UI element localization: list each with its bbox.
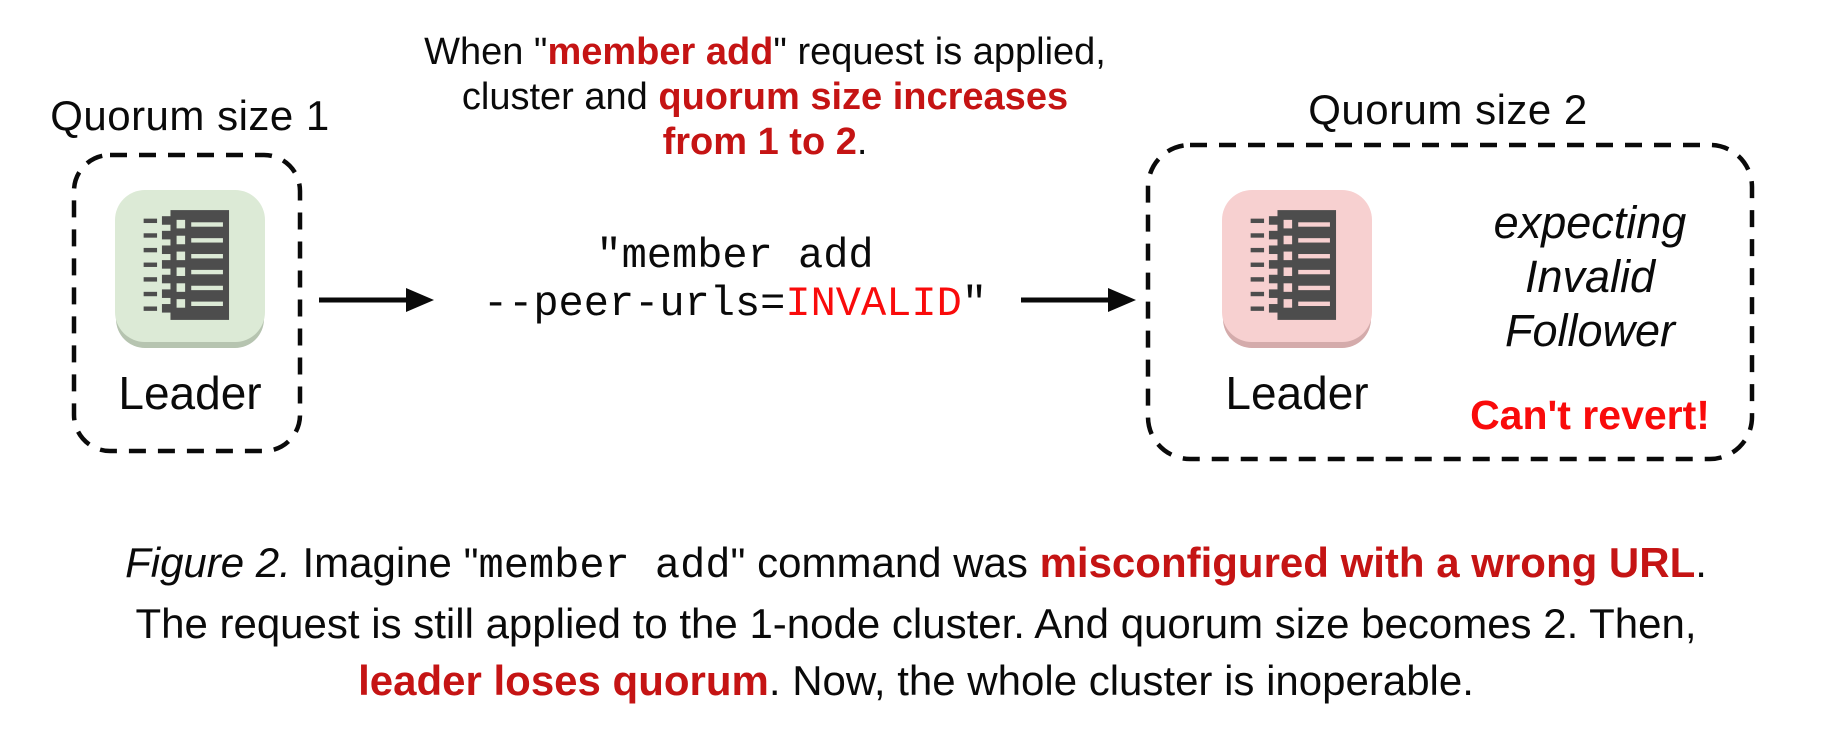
annotation-line2-red: quorum size increases <box>658 76 1069 118</box>
annotation-text: When "member add" request is applied, cl… <box>400 30 1130 165</box>
left-cluster-title: Quorum size 1 <box>50 92 330 139</box>
caption-line-3: leader loses quorum. Now, the whole clus… <box>0 652 1832 709</box>
command-flag: --peer-urls= <box>482 280 786 328</box>
arrow-right-icon-2 <box>1021 288 1136 312</box>
expecting-line-2: Invalid <box>1524 251 1656 302</box>
right-cluster-boundary <box>1145 142 1755 462</box>
annotation-line-3: from 1 to 2. <box>400 120 1130 165</box>
expecting-follower-text: expecting Invalid Follower <box>1400 196 1780 358</box>
command-line-1: "member add <box>596 232 874 280</box>
caption-line3-rest: . Now, the whole cluster is inoperable. <box>768 657 1474 704</box>
right-cluster-title: Quorum size 2 <box>1308 86 1588 133</box>
etcd-server-list-icon <box>1250 210 1337 320</box>
annotation-line-1: When "member add" request is applied, <box>400 30 1130 75</box>
command-text: "member add --peer-urls=INVALID" <box>430 232 1040 328</box>
annotation-line1-pre: When " <box>424 31 548 73</box>
left-cluster-boundary <box>71 152 303 454</box>
caption-seg-2: " command was <box>730 539 1040 586</box>
annotation-line3-red: from 1 to 2 <box>662 121 857 163</box>
left-leader-label: Leader <box>118 367 262 419</box>
etcd-server-list-icon <box>143 210 230 320</box>
annotation-line1-post: " request is applied, <box>773 31 1106 73</box>
left-leader-node-tile <box>115 190 265 342</box>
caption-red-leader-loses-quorum: leader loses quorum <box>358 657 769 704</box>
right-leader-node-tile <box>1222 190 1372 342</box>
annotation-line2-pre: cluster and <box>461 76 659 118</box>
cant-revert-warning: Can't revert! <box>1470 392 1710 438</box>
arrow-right-icon-1 <box>319 288 434 312</box>
command-invalid-value: INVALID <box>785 280 962 328</box>
caption-red-misconfigured: misconfigured with a wrong URL <box>1039 539 1696 586</box>
annotation-line3-post: . <box>856 121 868 163</box>
caption-line-1: Figure 2. Imagine "member add" command w… <box>0 534 1832 595</box>
caption-seg-3: . <box>1695 539 1707 586</box>
expecting-line-1: expecting <box>1493 197 1687 248</box>
right-leader-label: Leader <box>1225 367 1369 419</box>
annotation-line-2: cluster and quorum size increases <box>400 75 1130 120</box>
command-line-2: --peer-urls=INVALID" <box>430 280 1040 328</box>
caption-figure-label: Figure 2. <box>125 539 291 586</box>
annotation-line1-red: member add <box>547 31 774 73</box>
command-close-quote: " <box>961 280 988 328</box>
caption-seg-1: Imagine " <box>290 539 479 586</box>
caption-code-member-add: member add <box>478 542 731 590</box>
expecting-line-3: Follower <box>1504 305 1676 356</box>
caption-line-2: The request is still applied to the 1-no… <box>135 600 1697 647</box>
figure-caption: Figure 2. Imagine "member add" command w… <box>0 534 1832 709</box>
